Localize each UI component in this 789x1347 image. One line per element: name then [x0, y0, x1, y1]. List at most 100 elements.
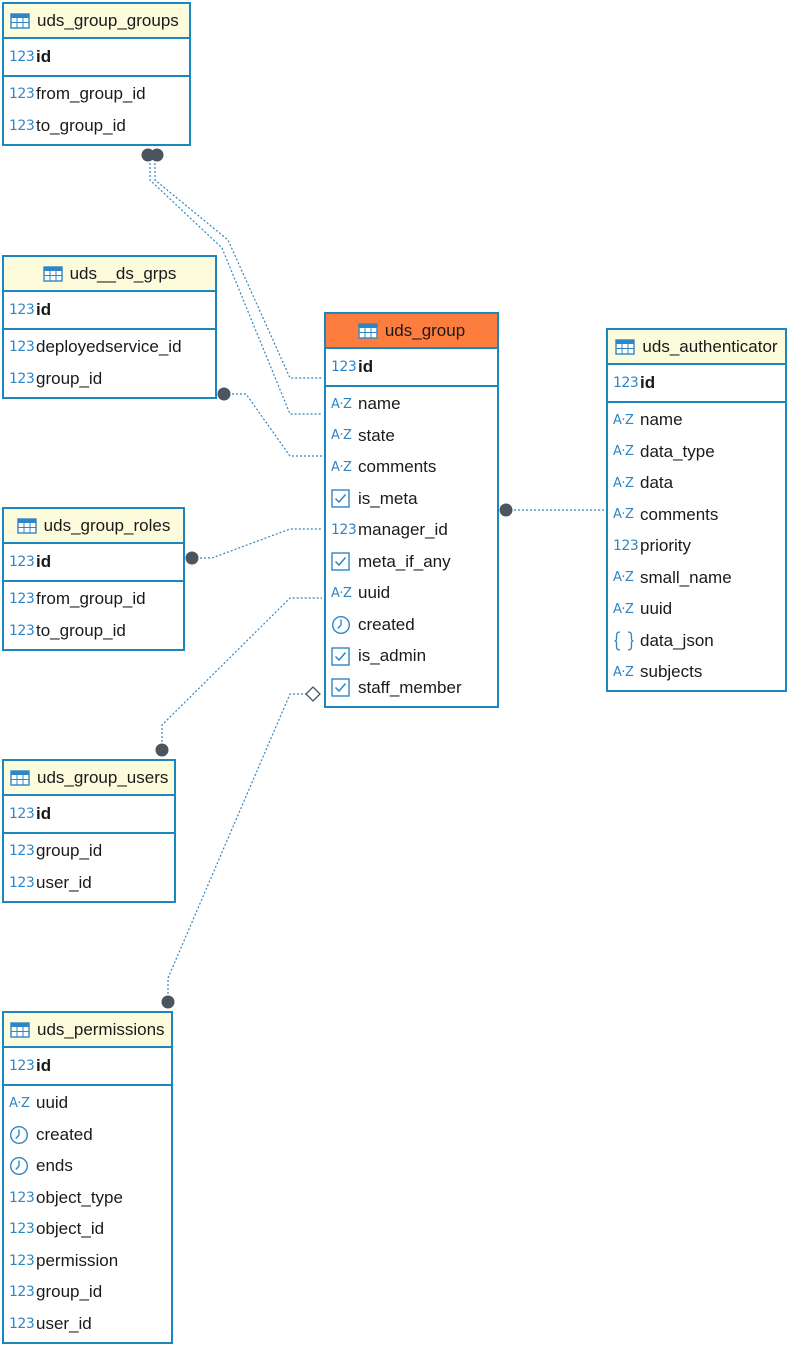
entity-title: uds_authenticator — [642, 336, 778, 356]
column-name: comments — [358, 457, 437, 477]
column-row[interactable]: A·Z comments — [326, 452, 497, 484]
link-group-users-to-group — [161, 597, 322, 750]
number-type-icon: 123 — [9, 48, 35, 65]
primary-key-name: id — [36, 299, 52, 319]
text-type-icon: A·Z — [331, 459, 352, 475]
column-row[interactable]: ends — [4, 1151, 171, 1183]
number-type-icon: 123 — [9, 553, 35, 570]
column-name: state — [358, 425, 395, 445]
link-marker-dot — [499, 503, 513, 517]
column-name: is_meta — [358, 488, 418, 508]
number-type-icon: 123 — [9, 1221, 35, 1238]
checkbox-icon — [331, 489, 353, 509]
column-name: uuid — [640, 599, 673, 619]
column-row[interactable]: data_json — [608, 625, 785, 657]
column-name: is_admin — [358, 646, 427, 666]
number-type-icon: 123 — [9, 370, 35, 387]
text-type-icon: A·Z — [613, 507, 634, 523]
table-icon — [16, 517, 37, 534]
column-row[interactable]: meta_if_any — [326, 546, 497, 578]
text-type-icon: A·Z — [331, 585, 352, 601]
primary-key-name: id — [36, 1055, 52, 1075]
text-type-icon: A·Z — [613, 570, 634, 586]
clock-icon — [9, 1125, 31, 1145]
column-row[interactable]: is_meta — [326, 483, 497, 515]
column-name: data_type — [640, 441, 715, 461]
column-name: user_id — [36, 872, 92, 892]
entity-title: uds_group_users — [37, 767, 169, 787]
checkbox-icon — [331, 678, 353, 698]
column-name: uuid — [358, 583, 391, 603]
entity-header[interactable]: uds_group_roles — [4, 509, 183, 544]
column-row[interactable]: created — [4, 1119, 171, 1151]
checkbox-icon — [331, 552, 353, 572]
entity-header[interactable]: uds_group_groups — [4, 4, 189, 39]
number-type-icon: 123 — [613, 538, 639, 555]
column-name: created — [358, 614, 415, 634]
entity-header[interactable]: uds_group_users — [4, 761, 174, 796]
link-marker-dot — [155, 743, 169, 757]
column-name: from_group_id — [36, 84, 146, 104]
entity-header[interactable]: uds_authenticator — [608, 330, 785, 365]
column-row[interactable]: is_admin — [326, 641, 497, 673]
primary-key-name: id — [640, 372, 656, 392]
number-type-icon: 123 — [9, 591, 35, 608]
entity-header[interactable]: uds_permissions — [4, 1013, 171, 1048]
table-icon — [10, 12, 30, 29]
column-name: name — [640, 410, 683, 430]
entity-header[interactable]: uds__ds_grps — [4, 257, 215, 292]
entity-header[interactable]: uds_group — [326, 314, 497, 349]
column-row[interactable]: created — [326, 609, 497, 641]
table-icon — [10, 1021, 30, 1038]
column-row[interactable]: A·Z uuid — [326, 578, 497, 610]
column-row[interactable]: staff_member — [326, 672, 497, 704]
number-type-icon: 123 — [9, 117, 35, 134]
number-type-icon: 123 — [9, 622, 35, 639]
column-name: group_id — [36, 1282, 103, 1302]
table-icon — [10, 769, 30, 786]
entity-title: uds_permissions — [37, 1019, 165, 1039]
